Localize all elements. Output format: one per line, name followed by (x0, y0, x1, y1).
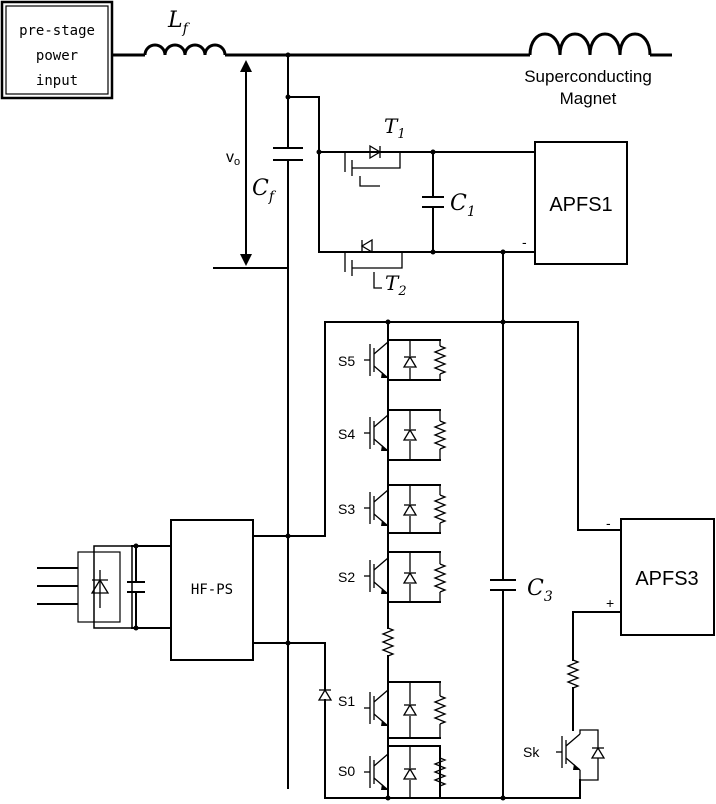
apfs3-label: APFS3 (635, 568, 698, 590)
switch-s0 (363, 737, 446, 799)
s3-label: S3 (338, 501, 355, 517)
apfs1-minus: - (522, 234, 527, 250)
switch-s5 (363, 321, 446, 381)
capacitor-cf-label: Cf (252, 176, 277, 205)
magnet-label-line1: Superconducting (524, 67, 652, 86)
c1-label: C1 (450, 191, 476, 220)
switch-t1 (344, 144, 401, 187)
switch-sk (555, 729, 605, 781)
resistor-sk (567, 659, 579, 689)
magnet-label-line2: Magnet (560, 89, 617, 108)
input-label-line1: pre-stage (19, 23, 95, 39)
hf-ps-label: HF-PS (191, 582, 233, 598)
pre-stage-power-input: pre-stage power input (0, 0, 114, 100)
s5-label: S5 (338, 353, 355, 369)
input-label-line3: input (36, 73, 78, 89)
capacitor-c3 (490, 321, 516, 799)
switch-t2 (344, 238, 403, 289)
switch-s2 (363, 532, 446, 603)
t1-label: T1 (384, 114, 406, 142)
s2-label: S2 (338, 569, 355, 585)
switch-stack (363, 321, 446, 799)
s1-label: S1 (338, 693, 355, 709)
capacitor-c1 (422, 151, 444, 253)
switch-s1 (363, 679, 446, 739)
diode-series (317, 688, 333, 701)
s0-label: S0 (338, 763, 355, 779)
sk-label: Sk (523, 744, 540, 760)
apfs1-module: APFS1 - (522, 141, 628, 265)
hf-ps-module: HF-PS (170, 519, 254, 661)
c3-label: C3 (527, 576, 553, 605)
superconducting-magnet-coil (528, 32, 652, 56)
s4-label: S4 (338, 426, 355, 442)
capacitor-cf (273, 147, 303, 161)
switch-s4 (363, 379, 446, 461)
inductor-lf (143, 43, 227, 56)
apfs3-minus: - (606, 515, 611, 531)
inductor-lf-label: Lf (167, 8, 191, 37)
vo-label: vo (226, 149, 240, 168)
output-voltage-arrow (213, 60, 289, 269)
apfs1-label: APFS1 (549, 194, 612, 216)
apfs3-plus: + (606, 595, 614, 611)
input-label-line2: power (36, 48, 78, 64)
resistor-series (382, 627, 394, 657)
top-bus (112, 32, 672, 57)
apfs3-module: APFS3 - + (606, 515, 715, 636)
rectifier-input (37, 543, 172, 631)
switch-s3 (363, 459, 446, 534)
t2-label: T2 (385, 271, 407, 299)
